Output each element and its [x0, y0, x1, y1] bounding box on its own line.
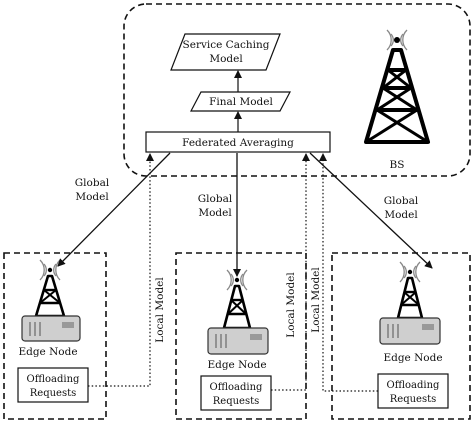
- offloading-requests-box: Offloading Requests: [377, 373, 449, 409]
- local-model-label-left: Local Model: [154, 277, 166, 343]
- bs-label: BS: [390, 159, 405, 171]
- service-caching-model-box: Service Caching Model: [170, 33, 281, 71]
- final-model-label: Final Model: [209, 96, 273, 108]
- global-model-label-right-line1: Global: [384, 195, 419, 207]
- edge-server-icon: [21, 315, 81, 342]
- global-model-label-left-line1: Global: [75, 177, 110, 189]
- edge-region-right: [331, 252, 471, 420]
- antenna-tower-icon: [222, 269, 252, 330]
- service-caching-model-line2: Model: [209, 53, 243, 65]
- edge-region-left: [3, 252, 107, 420]
- edge-node-label: Edge Node: [18, 346, 77, 358]
- requests-line2: Requests: [390, 394, 437, 405]
- antenna-tower-icon: [396, 261, 424, 320]
- edge-node-label: Edge Node: [383, 352, 442, 364]
- requests-line1: Offloading: [27, 374, 81, 385]
- edge-node-label: Edge Node: [207, 359, 266, 371]
- federated-averaging-label: Federated Averaging: [182, 137, 294, 149]
- requests-line2: Requests: [213, 396, 260, 407]
- global-model-arrow-left: [57, 152, 171, 267]
- antenna-tower-icon: [34, 259, 66, 318]
- global-model-label-middle-line2: Model: [198, 207, 232, 219]
- service-caching-model-line1: Service Caching: [183, 39, 270, 51]
- federated-averaging-box: Federated Averaging: [145, 131, 331, 153]
- offloading-requests-box: Offloading Requests: [200, 375, 272, 411]
- global-model-label-left-line2: Model: [75, 191, 109, 203]
- antenna-tower-icon: [364, 29, 430, 144]
- final-model-box: Final Model: [190, 91, 291, 112]
- bs-region: [123, 3, 471, 177]
- requests-line1: Offloading: [210, 382, 264, 393]
- local-model-arrow-middle: [271, 153, 310, 391]
- global-model-arrow-right: [309, 152, 433, 269]
- global-model-label-right-line2: Model: [384, 209, 418, 221]
- local-model-label-middle: Local Model: [285, 272, 297, 338]
- edge-server-icon: [379, 317, 441, 345]
- local-model-label-right: Local Model: [310, 267, 322, 333]
- requests-line1: Offloading: [387, 380, 441, 391]
- offloading-requests-box: Offloading Requests: [17, 367, 89, 403]
- global-model-label-middle-line1: Global: [198, 193, 233, 205]
- requests-line2: Requests: [30, 388, 77, 399]
- edge-server-icon: [207, 327, 269, 355]
